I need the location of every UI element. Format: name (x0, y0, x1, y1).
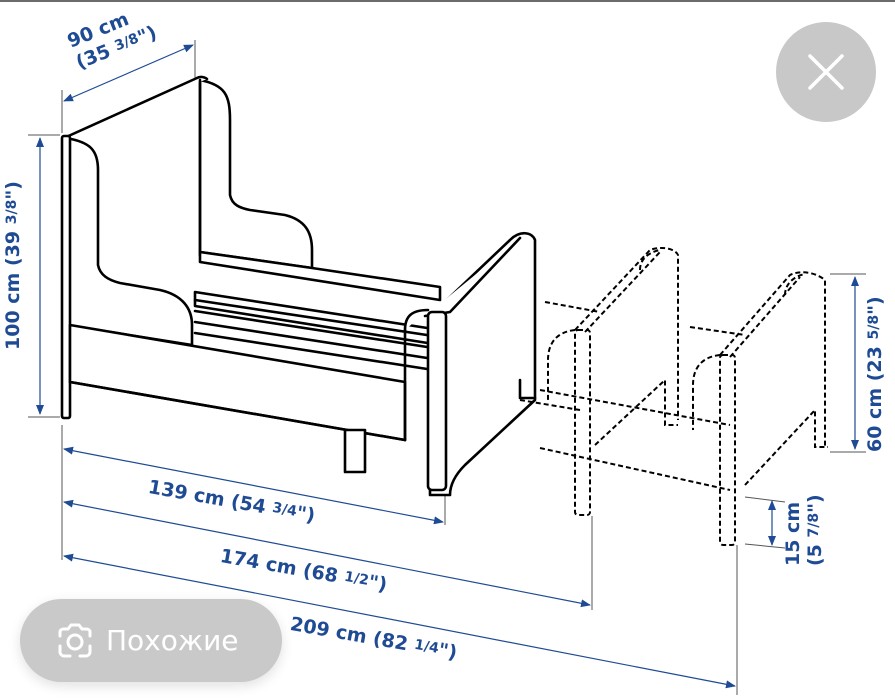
leg-imperial-close: ") (804, 494, 826, 513)
close-icon (808, 54, 844, 90)
close-button[interactable] (776, 22, 876, 122)
leg-imperial-frac: 7/8 (806, 512, 822, 538)
footboard-imperial-open: (23 (864, 339, 886, 382)
length-long-imperial-close: ") (436, 639, 459, 665)
footboard-imperial-close: ") (864, 296, 886, 315)
extension-lines (28, 40, 866, 695)
height-imperial-frac: 3/8 (4, 199, 20, 225)
leg-height-label: 15 cm (5 7/8") (782, 494, 826, 566)
height-imperial-close: ") (2, 181, 24, 200)
height-metric: 100 cm (2, 272, 24, 350)
leg-imperial-open: (5 (804, 537, 826, 566)
bed-frame (60, 75, 537, 497)
height-imperial-open: (39 (2, 224, 24, 267)
similar-images-button[interactable]: Похожие (20, 599, 282, 682)
height-dimension-label: 100 cm (39 3/8") (2, 181, 24, 350)
similar-images-label: Похожие (106, 624, 239, 657)
length-mid-imperial-close: ") (366, 571, 389, 597)
length-short-imperial-close: ") (294, 502, 317, 528)
leg-metric: 15 cm (782, 501, 804, 566)
extension-pieces-dashed (519, 246, 828, 546)
top-edge-bar (0, 0, 895, 2)
length-long-imperial-frac: 1/4 (413, 636, 441, 657)
length-mid-imperial-frac: 1/2 (343, 568, 371, 589)
footboard-height-label: 60 cm (23 5/8") (864, 296, 886, 452)
length-short-imperial-frac: 3/4 (271, 499, 299, 520)
dimension-lines (36, 44, 859, 689)
camera-search-icon (58, 623, 92, 657)
leg-imperial: (5 7/8") (804, 494, 826, 566)
footboard-metric: 60 cm (864, 387, 886, 452)
footboard-imperial-frac: 5/8 (866, 314, 882, 340)
